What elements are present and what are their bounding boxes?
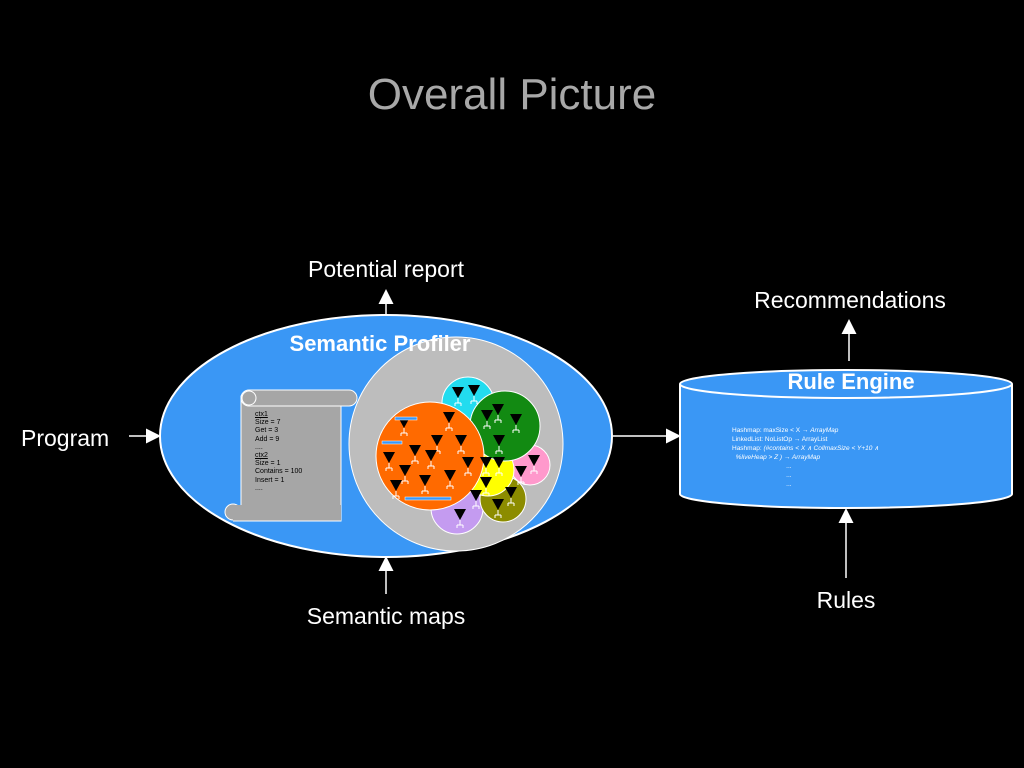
rule-line: LinkedList: NoListOp → ArrayList [732,436,828,443]
rule-line: %liveHeap > Z ) → ArrayMap [735,454,821,461]
rules-label: Rules [816,587,876,613]
potential-report-label: Potential report [308,256,464,282]
context-line: Size = 7 [255,419,281,427]
context-counts-text: ctx1 Size = 7 Get = 3 Add = 9 .... ctx2 … [255,411,302,493]
rule-line: ... [732,481,792,488]
context-line: ctx1 [255,411,268,418]
program-label: Program [21,425,110,451]
context-line: ctx2 [255,452,268,460]
context-line: .... [255,443,263,451]
rule-line: ... [732,463,792,470]
context-line: Size = 1 [255,460,281,468]
context-line: Contains = 100 [255,468,303,476]
semantic-profiler-title: Semantic Profiler [289,331,471,356]
context-scroll [224,389,358,522]
rule-engine-cylinder [679,369,1013,509]
context-line: Add = 9 [255,435,280,443]
semantic-maps-label: Semantic maps [306,603,466,629]
semantic-map-nodes [381,384,541,529]
rule-line: Hashmap: maxSize < X → ArrayMap [732,427,839,434]
rule-line: Hashmap: (#contains < X ∧ CollmaxSize < … [732,445,879,452]
context-line: Insert = 1 [255,476,285,484]
rule-list: Hashmap: maxSize < X → ArrayMap LinkedLi… [732,426,879,489]
rule-line: ... [732,472,792,479]
recommendations-label: Recommendations [754,287,946,313]
rule-engine-title: Rule Engine [787,369,915,394]
context-line: .... [255,484,263,492]
slide-title: Overall Picture [367,70,657,119]
context-line: Get = 3 [255,427,279,435]
